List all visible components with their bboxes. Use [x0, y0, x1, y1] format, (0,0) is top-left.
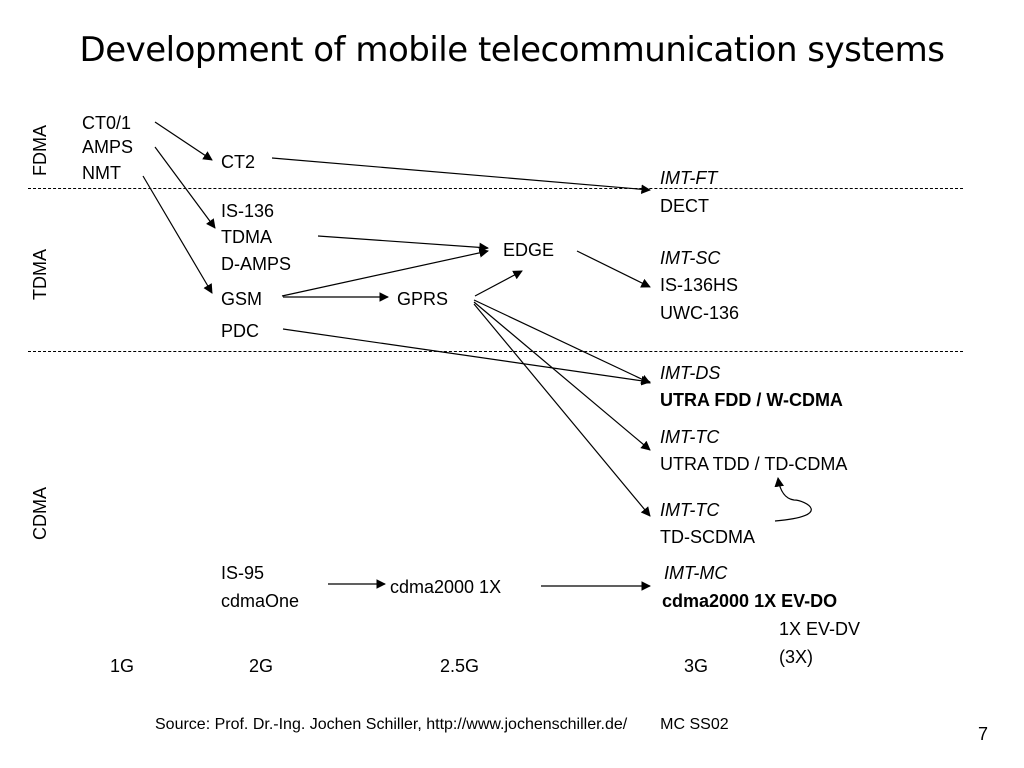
generation-2-5g: 2.5G	[440, 656, 480, 676]
generation-1g: 1G	[110, 656, 135, 676]
page-number: 7	[978, 724, 989, 744]
arrow-gprs-utrafdd	[473, 299, 651, 384]
node-ct2: CT2	[221, 152, 256, 172]
node-1x-ev-dv: 1X EV-DV	[779, 619, 861, 639]
arrow-gprs-tdscdma	[473, 303, 651, 517]
node-d-amps: D-AMPS	[221, 254, 292, 274]
node-imt-ft: IMT-FT	[660, 168, 718, 188]
arrow-nmt-gsm	[142, 175, 213, 294]
node-is95: IS-95	[221, 563, 265, 583]
node-imt-mc: IMT-MC	[664, 563, 728, 583]
node-is136hs: IS-136HS	[660, 275, 739, 295]
divider-fdma-tdma	[28, 188, 963, 189]
node-cdma2000-ev-do: cdma2000 1X EV-DO	[662, 591, 838, 611]
arrow-ct01-ct2	[154, 121, 213, 161]
arrow-edge-is136hs	[576, 250, 651, 288]
node-pdc: PDC	[221, 321, 260, 341]
node-td-scdma: TD-SCDMA	[660, 527, 755, 547]
node-cdma2000-1x: cdma2000 1X	[390, 577, 502, 597]
node-imt-ds: IMT-DS	[660, 363, 721, 383]
arrow-tdscdma-utratdd	[774, 477, 812, 522]
node-amps: AMPS	[82, 137, 134, 157]
arrow-gprs-utratdd	[473, 301, 651, 451]
node-tdma: TDMA	[221, 227, 272, 247]
node-3x: (3X)	[779, 647, 814, 667]
node-imt-tc-2: IMT-TC	[660, 500, 720, 520]
node-utra-tdd: UTRA TDD / TD-CDMA	[660, 454, 848, 474]
arrow-gprs-edge	[474, 270, 523, 297]
slide-title: Development of mobile telecommunication …	[79, 30, 945, 70]
divider-tdma-cdma	[28, 351, 963, 352]
arrow-gsm-edge	[281, 248, 489, 297]
arrow-pdc-utrafdd	[282, 328, 651, 386]
node-imt-sc: IMT-SC	[660, 248, 721, 268]
footer-course: MC SS02	[660, 716, 729, 733]
node-imt-tc-1: IMT-TC	[660, 427, 720, 447]
footer-source: Source: Prof. Dr.-Ing. Jochen Schiller, …	[155, 716, 628, 733]
node-gsm: GSM	[221, 289, 263, 309]
arrow-amps-gsm	[154, 146, 216, 229]
node-dect: DECT	[660, 196, 709, 216]
generation-3g: 3G	[684, 656, 709, 676]
footer: Source: Prof. Dr.-Ing. Jochen Schiller, …	[155, 716, 729, 734]
node-is136: IS-136	[221, 201, 275, 221]
node-nmt: NMT	[82, 163, 121, 183]
arrow-ct2-dect	[271, 157, 651, 195]
node-utra-fdd: UTRA FDD / W-CDMA	[660, 390, 843, 410]
node-uwc136: UWC-136	[660, 303, 740, 323]
node-edge: EDGE	[503, 240, 555, 260]
node-cdmaone: cdmaOne	[221, 591, 300, 611]
arrow-tdma-edge	[317, 235, 489, 253]
generation-2g: 2G	[249, 656, 274, 676]
node-ct0-1: CT0/1	[82, 113, 132, 133]
node-gprs: GPRS	[397, 289, 449, 309]
